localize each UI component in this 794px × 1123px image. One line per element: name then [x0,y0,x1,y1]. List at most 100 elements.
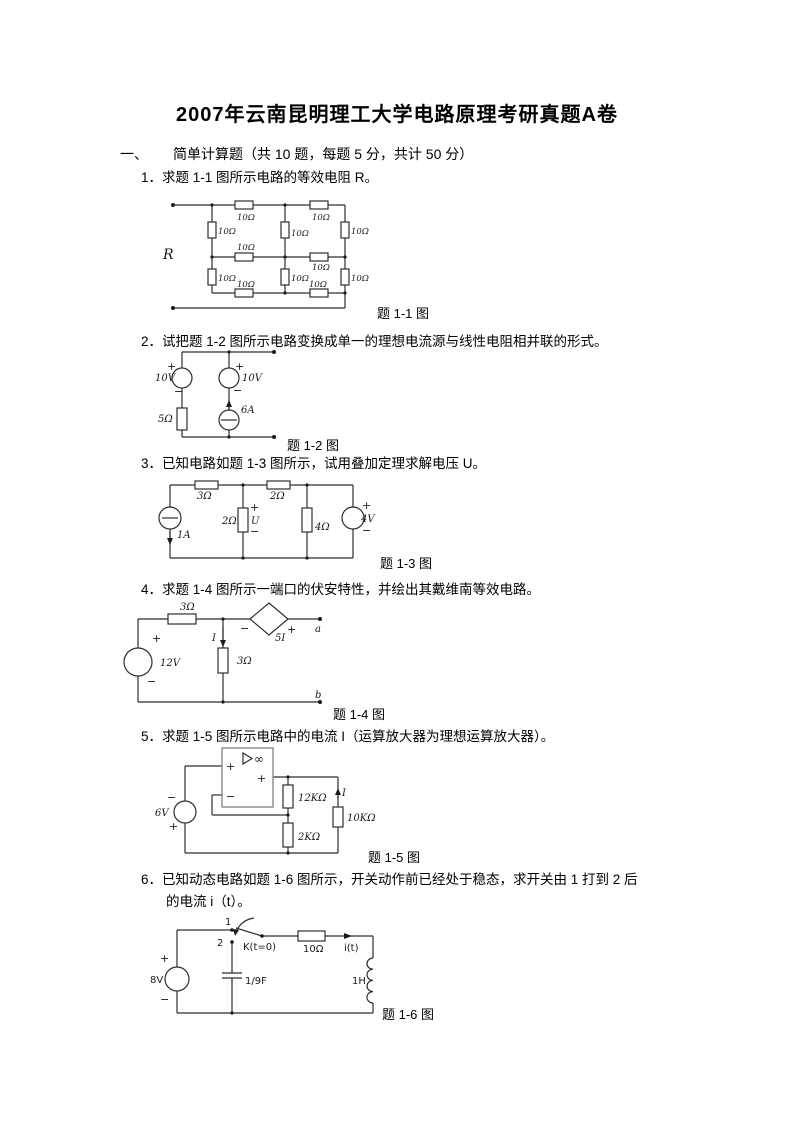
polarity-minus: − [160,993,169,1006]
polarity-minus: − [362,524,371,537]
source-value-label: 1A [177,530,191,541]
resistor-value-label: 2Ω [269,491,285,502]
resistor-value-label: 10Ω [303,944,324,955]
resistor-value-label: 10Ω [237,243,255,253]
resistor-value-label: 10Ω [218,227,236,237]
question-1-number: 1． [141,170,163,185]
circuit-1-5-nodes [286,775,290,855]
polarity-minus: − [147,675,156,688]
voltage-u-label: U [251,516,260,527]
polarity-plus: + [235,360,244,373]
node-dot [230,1011,234,1015]
resistor-value-label: 3Ω [237,656,252,667]
current-i-label: I [211,633,217,644]
dependent-source-label: 5I [275,633,286,644]
resistor-3ohm-series [167,613,197,625]
polarity-minus: − [174,385,183,398]
question-6: 6．已知动态电路如题 1-6 图所示，开关动作前已经处于稳态，求开关由 1 打到… [141,868,638,888]
op-amp-inverting-input: − [226,790,235,803]
current-i-label: I [341,788,347,799]
circuit-1-3-diagram: 3Ω 2Ω 1A 2Ω + U − 4Ω + 4V − [158,480,376,560]
polarity-minus: − [167,791,176,804]
page-title: 2007年云南昆明理工大学电路原理考研真题A卷 [176,104,618,126]
polarity-plus: + [362,499,371,512]
resistor-body [280,221,290,239]
figure-caption-1-4: 题 1-4 图 [333,707,386,722]
resistor-value-label: 10Ω [291,274,309,284]
source-value-label: 10V [155,373,177,384]
voltage-source-10v-left [171,367,193,389]
resistor-10k [332,806,344,828]
current-arrow-i [220,626,226,647]
source-value-label: 4V [360,514,376,525]
resistor-12k [282,784,294,809]
polarity-plus: + [160,952,169,965]
resistor-body [309,200,329,210]
question-1: 1．求题 1-1 图所示电路的等效电阻 R。 [141,166,378,186]
current-it-label: i(t) [344,943,359,954]
circuit-1-3-nodes [241,483,309,560]
question-2-text: 试把题 1-2 图所示电路变换成单一的理想电流源与线性电阻相并联的形式。 [162,334,608,349]
resistor-body [280,268,290,286]
polarity-plus: + [287,623,296,636]
switch-k [230,917,264,944]
capacitor-1-9f [222,972,242,979]
polarity-minus: − [250,525,259,538]
inductor-value-label: 1H [352,976,366,987]
circuit-1-1-labels: 10Ω 10Ω 10Ω 10Ω 10Ω 10Ω 10Ω 10Ω 10Ω 10Ω … [162,213,369,290]
question-2-number: 2． [141,334,163,349]
op-amp-output-plus: + [257,772,266,785]
voltage-source-10v-mid [218,367,240,389]
resistor-value-label: 10Ω [312,263,330,273]
switch-position-2-label: 2 [217,938,223,949]
question-4-number: 4． [141,582,163,597]
figure-caption-1-1: 题 1-1 图 [377,306,430,321]
resistor-3ohm-shunt [217,647,229,674]
question-4-text: 求题 1-4 图所示一端口的伏安特性，并绘出其戴维南等效电路。 [162,582,541,597]
section-numeral: 一、 [120,146,148,162]
question-4: 4．求题 1-4 图所示一端口的伏安特性，并绘出其戴维南等效电路。 [141,578,540,598]
resistor-value-label: 3Ω [180,602,195,613]
op-amp-triangle-icon [242,751,254,766]
dependent-source-5i [249,602,289,636]
resistor-value-label: 5Ω [158,414,173,425]
circuit-1-3-labels: 3Ω 2Ω 1A 2Ω + U − 4Ω + 4V − [177,491,376,541]
question-3-text: 已知电路如题 1-3 图所示，试用叠加定理求解电压 U。 [162,456,487,471]
resistor-body [207,221,217,239]
resistor-10ohm [297,930,326,942]
question-1-text: 求题 1-1 图所示电路的等效电阻 R。 [162,170,379,185]
resistor-5ohm [176,407,188,431]
op-amp-noninverting-input: + [226,760,235,773]
op-amp: + ∞ + − [221,747,274,808]
circuit-1-4-labels: 3Ω − + 5I a I 3Ω + 12V − b [147,602,321,701]
resistor-value-label: 10KΩ [347,813,376,824]
section-heading: 简单计算题（共 10 题，每题 5 分，共计 50 分） [173,146,474,162]
resistor-body [207,268,217,286]
source-value-label: 6V [155,808,170,819]
current-source-6a [218,400,240,431]
inductor-1h [366,957,374,1004]
polarity-minus: − [233,384,242,397]
circuit-1-2-nodes [227,350,276,439]
current-arrow-it [344,933,352,939]
circuit-1-5-diagram: + ∞ + − − 6V + 12KΩ 2KΩ 10KΩ I [155,747,376,855]
resistor-body [309,252,329,262]
circuit-1-5-labels: − 6V + 12KΩ 2KΩ 10KΩ I [155,788,376,843]
question-2: 2．试把题 1-2 图所示电路变换成单一的理想电流源与线性电阻相并联的形式。 [141,330,608,350]
circuit-1-2-labels: + 10V − 5Ω + 10V − 6A [155,360,264,425]
resistor-4ohm [301,507,313,533]
current-arrow-i [335,788,341,799]
source-value-label: 12V [160,658,182,669]
source-value-label: 8V [150,975,163,986]
voltage-source-8v [164,966,190,992]
port-resistance-label: R [162,247,174,263]
resistor-value-label: 2KΩ [297,832,320,843]
circuit-1-6-labels: 1 2 K(t=0) 10Ω i(t) 1H 1/9F 8V + − [150,917,366,1006]
resistor-value-label: 10Ω [237,280,255,290]
polarity-plus: + [167,360,176,373]
resistor-value-label: 12KΩ [298,793,327,804]
resistor-body [234,252,254,262]
polarity-plus: + [250,501,259,514]
source-value-label: 10V [242,373,264,384]
